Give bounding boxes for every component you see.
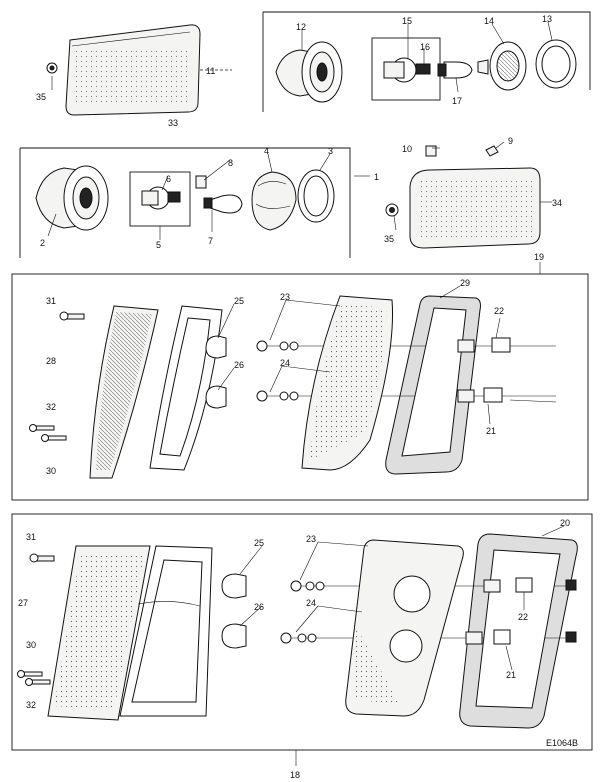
bulbs-25-26-b: [221, 573, 247, 649]
clip-10: [425, 145, 437, 157]
screw-31-a: [59, 311, 85, 321]
label-5: 5: [156, 240, 161, 250]
lens-28: [89, 305, 159, 479]
bulb-17: [437, 61, 473, 79]
label-30-a: 30: [46, 466, 56, 476]
lens-27: [47, 545, 151, 721]
label-25-a: 25: [234, 296, 244, 306]
screw-31-b: [29, 553, 55, 563]
lamp-body-12: [275, 41, 343, 103]
label-10: 10: [402, 144, 412, 154]
bulb-holder-box-5: [129, 171, 191, 227]
lamp-housing-a: [301, 295, 393, 471]
bulbs-25-26-a: [205, 335, 227, 409]
rear-lamp-frame-18: [11, 513, 593, 766]
label-24-a: 24: [280, 358, 290, 368]
label-32-b: 32: [26, 700, 36, 710]
leader-lines: [47, 21, 565, 671]
label-14: 14: [484, 16, 494, 26]
label-12: 12: [296, 22, 306, 32]
label-18: 18: [290, 770, 300, 780]
label-32-a: 32: [46, 402, 56, 412]
label-31-b: 31: [26, 532, 36, 542]
label-1: 1: [374, 172, 379, 182]
top-right-frame: [262, 11, 591, 112]
label-28: 28: [46, 356, 56, 366]
ring-13: [535, 39, 577, 89]
gasket-3: [297, 169, 335, 223]
label-24-b: 24: [306, 598, 316, 608]
label-31-a: 31: [46, 296, 56, 306]
lamp-plate-29: [385, 295, 481, 475]
label-22-a: 22: [494, 306, 504, 316]
label-26-a: 26: [234, 360, 244, 370]
label-8: 8: [228, 158, 233, 168]
label-21-a: 21: [486, 426, 496, 436]
label-9: 9: [508, 136, 513, 146]
label-13: 13: [542, 14, 552, 24]
gasket-b: [119, 545, 213, 717]
screws-30-32-b: [17, 670, 51, 686]
label-17: 17: [452, 96, 462, 106]
label-21-b: 21: [506, 670, 516, 680]
label-30-b: 30: [26, 640, 36, 650]
label-7: 7: [208, 236, 213, 246]
label-19: 19: [534, 252, 544, 262]
label-25-b: 25: [254, 538, 264, 548]
label-22-b: 22: [518, 612, 528, 622]
label-20: 20: [560, 518, 570, 528]
label-29: 29: [460, 278, 470, 288]
second-row-frame: [19, 147, 351, 258]
label-35-mid: 35: [384, 234, 394, 244]
socket-14: [477, 41, 527, 91]
label-27: 27: [18, 598, 28, 608]
bulb-7: [203, 194, 243, 214]
label-34: 34: [552, 198, 562, 208]
label-15: 15: [402, 16, 412, 26]
label-16: 16: [420, 42, 430, 52]
label-2: 2: [40, 238, 45, 248]
figure-code: E1064B: [546, 738, 578, 748]
callout-labels: 35 33 11 12 15 16 17 14 13 10 9 8 6 4 3 …: [18, 14, 578, 780]
label-23-a: 23: [280, 292, 290, 302]
rear-lamp-frame-19: [11, 262, 589, 501]
screw-35-mid: [385, 203, 399, 217]
screw-35-top: [46, 62, 58, 74]
connectors-21-22-a: [457, 337, 557, 403]
lamp-plate-20: [459, 533, 578, 729]
label-11: 11: [206, 66, 215, 76]
label-35-top: 35: [36, 92, 46, 102]
label-3-top: 3: [328, 146, 333, 156]
label-23-b: 23: [306, 534, 316, 544]
label-33: 33: [168, 118, 178, 128]
screws-32-30-a: [29, 424, 67, 442]
side-marker-lamp-33: [65, 24, 201, 116]
label-6: 6: [166, 174, 171, 184]
side-marker-lamp-34: [409, 167, 541, 249]
label-26-b: 26: [254, 602, 264, 612]
lens-4: [251, 171, 297, 231]
lamp-housing-b: [345, 539, 464, 717]
clip-8: [195, 175, 207, 189]
lamp-body-2: [35, 165, 109, 231]
clip-9: [485, 145, 499, 157]
label-4: 4: [264, 146, 269, 156]
